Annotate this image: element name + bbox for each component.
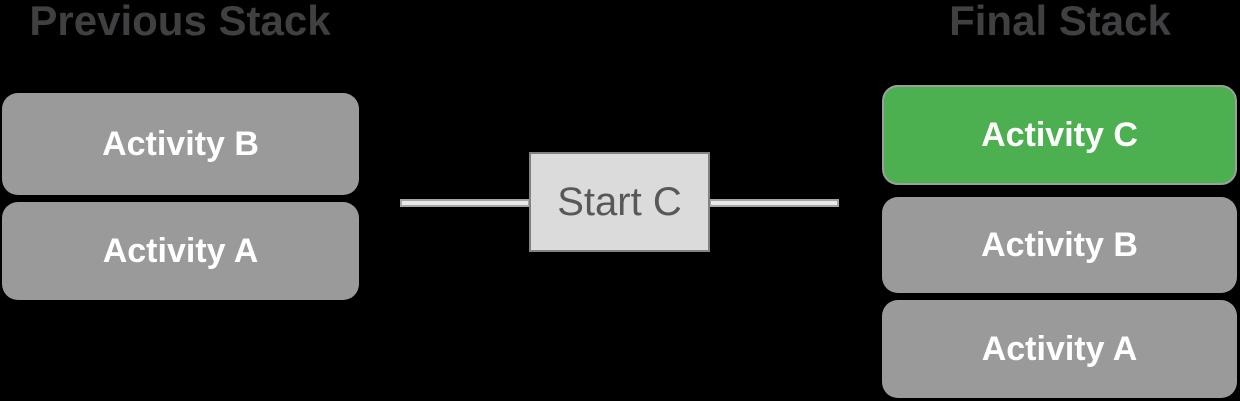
previous-stack-activity-b-box: Activity B bbox=[2, 93, 359, 195]
activity-label: Activity A bbox=[981, 329, 1138, 368]
start-c-transition-node: Start C bbox=[529, 152, 710, 252]
activity-label: Activity B bbox=[981, 225, 1138, 264]
previous-stack-activity-a-box: Activity A bbox=[2, 202, 359, 300]
activity-label: Activity A bbox=[102, 231, 259, 270]
final-stack-activity-c-box: Activity C bbox=[882, 85, 1237, 185]
transition-label: Start C bbox=[557, 179, 682, 224]
activity-label: Activity C bbox=[981, 115, 1138, 154]
connector-line-right bbox=[709, 199, 839, 207]
previous-stack-title: Previous Stack bbox=[29, 0, 331, 44]
connector-line-left bbox=[400, 199, 530, 207]
final-stack-activity-b-box: Activity B bbox=[882, 197, 1237, 293]
final-stack-activity-a-box: Activity A bbox=[882, 300, 1237, 398]
final-stack-title: Final Stack bbox=[949, 0, 1171, 44]
activity-label: Activity B bbox=[102, 124, 259, 163]
